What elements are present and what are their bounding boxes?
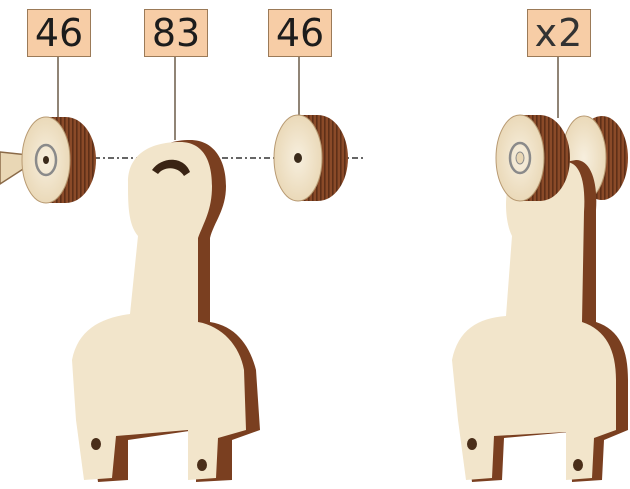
assembled-unit [452, 114, 628, 482]
gear-left [21, 116, 96, 204]
gear-right [273, 114, 348, 202]
quantity-label: x2 [527, 9, 591, 57]
leader-lines [57, 56, 559, 140]
part-label-right-gear: 46 [268, 9, 332, 57]
part-label-arm: 83 [144, 9, 208, 57]
arm-part [72, 140, 260, 482]
part-label-left-gear: 46 [27, 9, 91, 57]
